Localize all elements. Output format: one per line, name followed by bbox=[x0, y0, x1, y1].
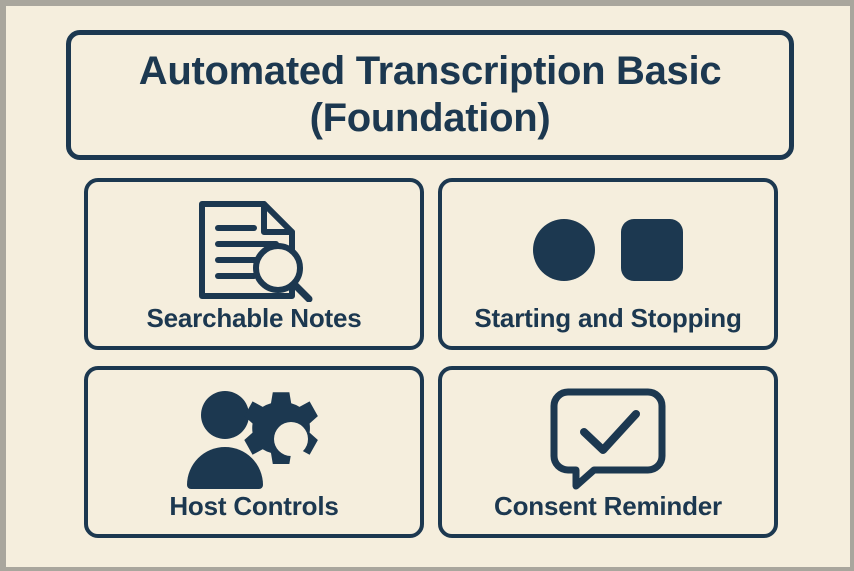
feature-grid: Searchable Notes Starting and Stopping bbox=[84, 178, 778, 538]
card-host-controls[interactable]: Host Controls bbox=[84, 366, 424, 538]
record-stop-icon bbox=[442, 196, 774, 303]
page-title: Automated Transcription Basic (Foundatio… bbox=[138, 48, 722, 140]
card-searchable-notes[interactable]: Searchable Notes bbox=[84, 178, 424, 350]
record-circle-icon bbox=[533, 218, 595, 281]
speech-bubble-check-icon bbox=[442, 384, 774, 491]
title-banner: Automated Transcription Basic (Foundatio… bbox=[66, 30, 794, 160]
card-starting-and-stopping[interactable]: Starting and Stopping bbox=[438, 178, 778, 350]
card-consent-reminder[interactable]: Consent Reminder bbox=[438, 366, 778, 538]
card-label: Host Controls bbox=[169, 491, 339, 521]
document-search-icon bbox=[88, 196, 420, 303]
person-gear-icon bbox=[88, 384, 420, 491]
card-label: Consent Reminder bbox=[494, 491, 722, 521]
card-label: Starting and Stopping bbox=[474, 303, 742, 333]
card-label: Searchable Notes bbox=[146, 303, 362, 333]
stop-square-icon bbox=[621, 218, 683, 281]
slide-canvas: Automated Transcription Basic (Foundatio… bbox=[6, 6, 850, 567]
